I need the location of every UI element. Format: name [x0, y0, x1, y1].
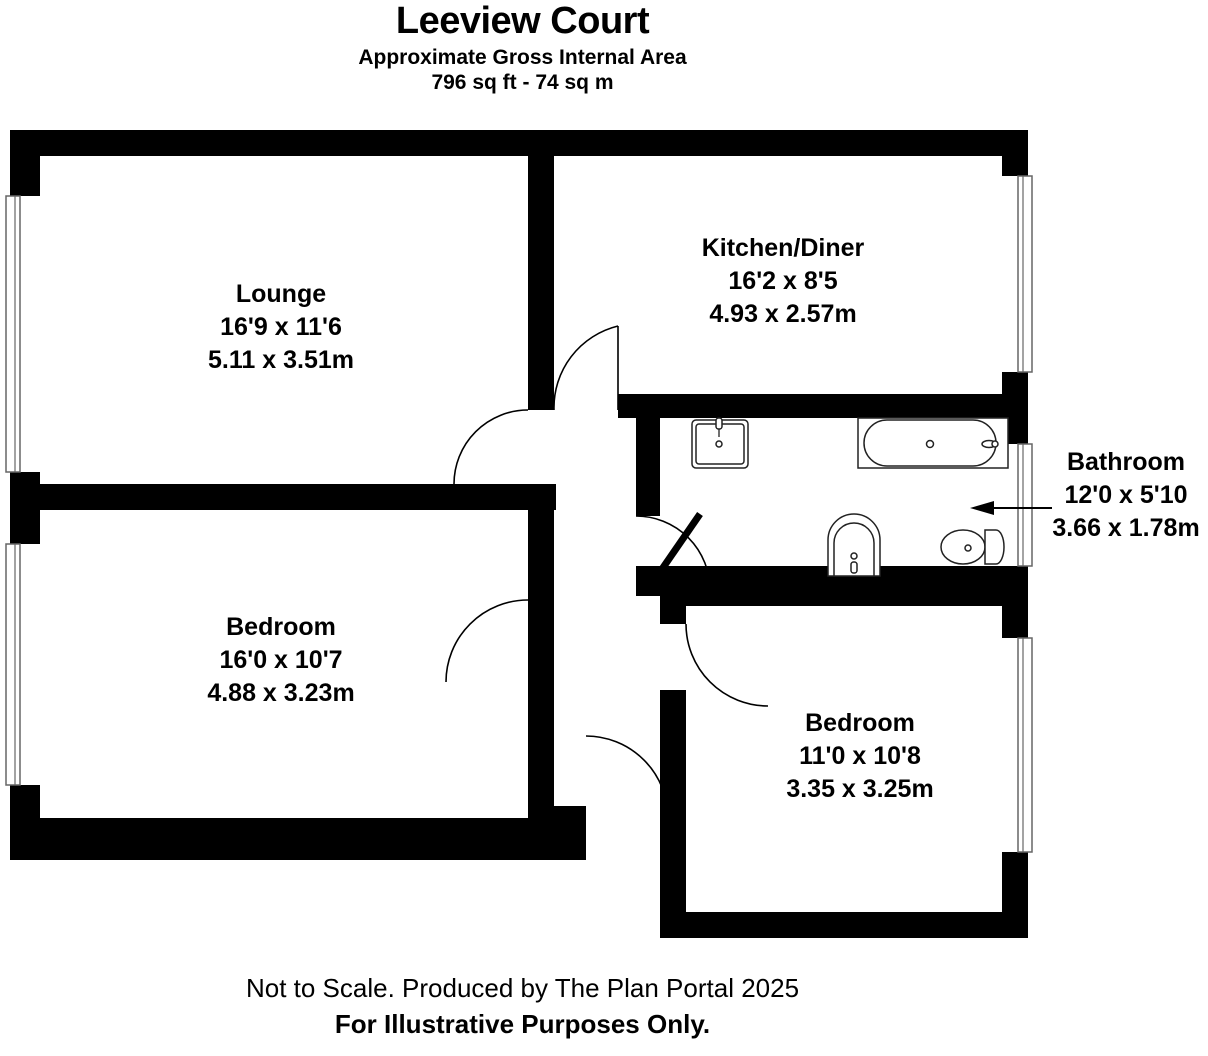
shower-tray-icon: [691, 417, 749, 469]
window-bedroom-right: [1017, 637, 1033, 853]
room-name-bedroom-right: Bedroom: [805, 709, 915, 737]
page-title: Leeview Court: [395, 0, 650, 42]
wall-right-bedroom-left-lower: [660, 690, 686, 938]
footer-attribution: Not to Scale. Produced by The Plan Porta…: [245, 973, 800, 1003]
room-label-bedroom-right: Bedroom 11'0 x 10'8 3.35 x 3.25m: [730, 707, 990, 806]
plan-footer: Not to Scale. Produced by The Plan Porta…: [0, 972, 1045, 1040]
wall-bedroom-left-right: [528, 600, 554, 830]
room-name-bedroom-left: Bedroom: [226, 613, 336, 641]
door-kitchen-swing: [553, 325, 619, 411]
area-subtitle: Approximate Gross Internal Area: [358, 46, 687, 69]
room-metric-kitchen: 4.93 x 2.57m: [709, 300, 857, 328]
toilet-icon: [940, 529, 1005, 565]
room-name-bathroom: Bathroom: [1066, 448, 1186, 476]
bathroom-leader: [970, 501, 1052, 515]
room-name-kitchen: Kitchen/Diner: [701, 234, 865, 262]
room-imperial-bedroom-right: 11'0 x 10'8: [799, 742, 921, 770]
door-bedroom-left-swing: [445, 599, 529, 683]
window-kitchen-right: [1017, 175, 1033, 373]
wall-bottom-left-bedroom: [10, 818, 586, 860]
window-bathroom-right: [1017, 443, 1033, 567]
area-value: 796 sq ft - 74 sq m: [431, 71, 614, 94]
window-lounge-left: [5, 195, 21, 473]
room-imperial-bedroom-left: 16'0 x 10'7: [219, 646, 343, 674]
room-imperial-lounge: 16'9 x 11'6: [220, 313, 342, 341]
door-hall-lower-swing: [585, 735, 669, 819]
room-metric-bedroom-right: 3.35 x 3.25m: [786, 775, 934, 803]
door-bathroom-swing: [635, 515, 711, 591]
wall-hall-right-upper: [636, 394, 660, 516]
wash-basin-icon: [827, 513, 881, 577]
plan-header: Leeview Court Approximate Gross Internal…: [0, 0, 1045, 95]
room-metric-bedroom-left: 4.88 x 3.23m: [207, 679, 355, 707]
bathroom-fixtures: [691, 417, 1009, 577]
window-bedroom-left: [5, 543, 21, 786]
room-name-lounge: Lounge: [235, 280, 327, 308]
room-imperial-kitchen: 16'2 x 8'5: [728, 267, 838, 295]
wall-left-upper: [10, 130, 40, 196]
walls-group: [10, 130, 1028, 938]
room-label-bathroom: Bathroom 12'0 x 5'10 3.66 x 1.78m: [1040, 446, 1208, 545]
wall-lounge-bedroom-divider: [10, 484, 556, 510]
door-bedroom-right-swing: [685, 623, 769, 707]
wall-right-bedroom-bottom: [660, 912, 1028, 938]
room-label-kitchen: Kitchen/Diner 16'2 x 8'5 4.93 x 2.57m: [640, 232, 926, 331]
door-lounge-swing: [453, 409, 529, 485]
windows-group: [5, 175, 1033, 853]
footer-disclaimer: For Illustrative Purposes Only.: [334, 1009, 711, 1039]
bathroom-leader-arrowhead: [970, 501, 994, 515]
room-imperial-bathroom: 12'0 x 5'10: [1064, 481, 1188, 509]
wall-top-exterior: [10, 130, 1028, 156]
room-metric-bathroom: 3.66 x 1.78m: [1052, 514, 1200, 542]
wall-lounge-kitchen-divider: [528, 130, 554, 408]
wall-hall-left-upper: [528, 388, 554, 410]
door-bathroom-leaf: [657, 512, 703, 574]
doors-group: [445, 325, 769, 819]
wall-kitchen-bathroom-divider: [618, 394, 1028, 418]
wall-hall-bottom-jamb: [528, 806, 586, 830]
room-label-bedroom-left: Bedroom 16'0 x 10'7 4.88 x 3.23m: [150, 611, 412, 710]
wall-right-top: [1002, 130, 1028, 176]
wall-right-bedroom-top: [660, 580, 1028, 606]
room-metric-lounge: 5.11 x 3.51m: [208, 346, 354, 374]
bathtub-icon: [857, 417, 1009, 469]
wall-right-bedroom-left-upper: [660, 580, 686, 624]
room-label-lounge: Lounge 16'9 x 11'6 5.11 x 3.51m: [150, 278, 412, 377]
